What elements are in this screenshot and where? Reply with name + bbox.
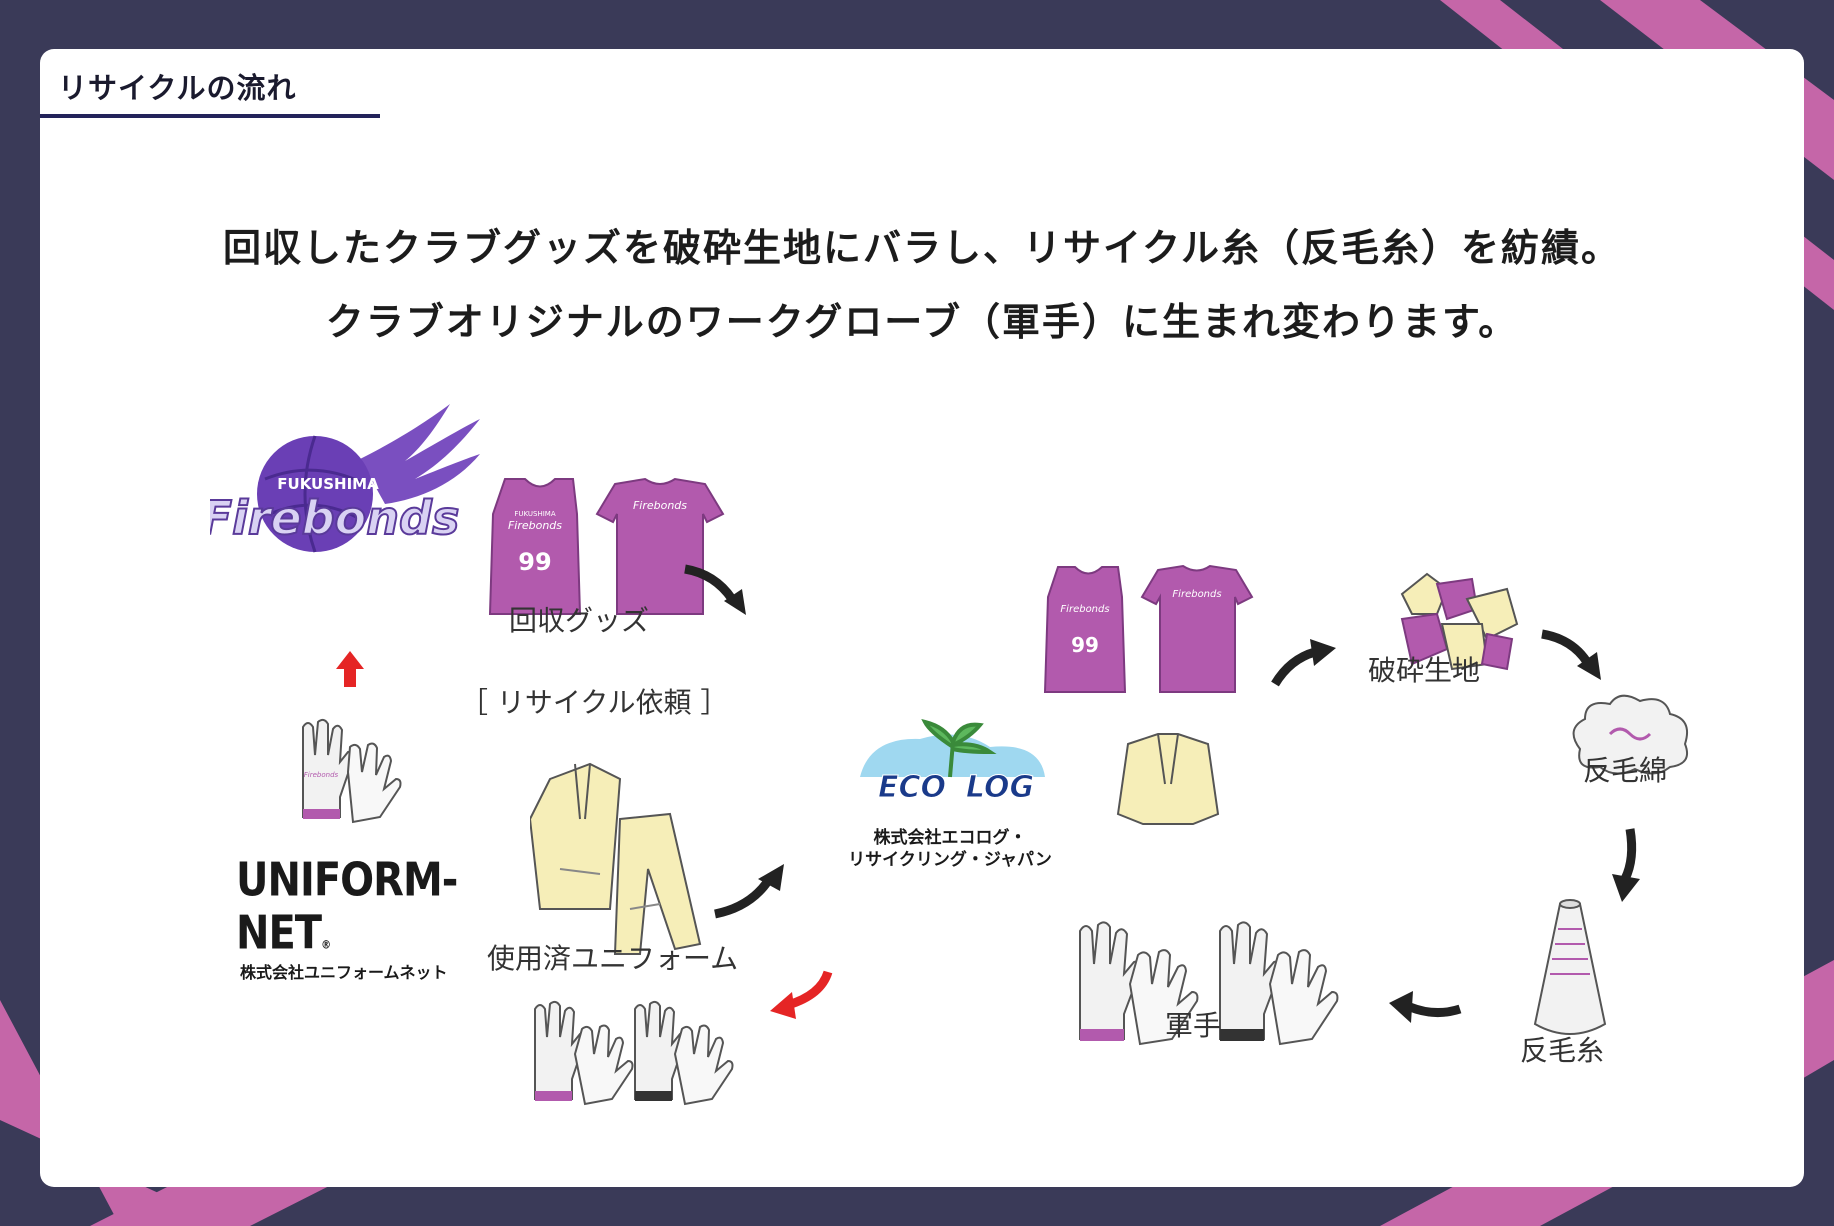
firebonds-logo: FUKUSHIMA Firebonds: [210, 404, 480, 553]
firebonds-city-text: FUKUSHIMA: [277, 475, 379, 493]
headline-line-1: 回収したクラブグッズを破砕生地にバラし、リサイクル糸（反毛糸）を紡績。: [222, 226, 1622, 270]
recycled-cotton-label: 反毛綿: [1583, 754, 1668, 787]
ecolog-logo: ECO LOG: [860, 719, 1045, 806]
title-underline: [40, 114, 380, 118]
crushed-fabric-image: [1400, 572, 1519, 671]
work-gloves-image: [1079, 921, 1339, 1046]
ecolog-eco-text: ECO: [878, 770, 946, 805]
uniform-net-company: 株式会社ユニフォームネット: [240, 963, 448, 982]
incoming-goods-image: Firebonds 99 Firebonds: [1043, 564, 1254, 693]
arrow-to-ecolog: [684, 564, 746, 615]
headline-line-2: クラブオリジナルのワークグローブ（軍手）に生まれ変わります。: [325, 300, 1519, 344]
crushed-fabric-label: 破砕生地: [1368, 654, 1481, 687]
arrow-to-recycled-cotton: [1541, 629, 1601, 680]
svg-text:99: 99: [1071, 633, 1099, 657]
arrow-to-crushed-fabric: [1271, 639, 1336, 687]
gloves-image-left: Firebonds: [302, 718, 402, 824]
uniform-net-registered: ®: [321, 939, 331, 952]
uniform-net-logo: UNIFORM-NET® 株式会社ユニフォームネット: [236, 854, 516, 983]
ecolog-company-line1: 株式会社エコログ・: [873, 828, 1027, 848]
arrow-to-work-gloves: [1389, 991, 1462, 1023]
svg-text:Firebonds: Firebonds: [1172, 589, 1221, 600]
recycled-yarn-label: 反毛糸: [1520, 1034, 1605, 1067]
jersey-brand-text: Firebonds: [508, 519, 562, 532]
svg-text:Firebonds: Firebonds: [1060, 604, 1109, 615]
uniform-net-name: UNIFORM-NET: [236, 854, 458, 960]
used-uniform-label: 使用済ユニフォーム: [487, 942, 739, 975]
ecolog-log-text: LOG: [966, 770, 1034, 805]
gloves-image-bottom: [534, 1000, 734, 1106]
red-return-arrow: [770, 970, 833, 1019]
incoming-jacket-image: [1116, 733, 1220, 825]
recycle-request-label: ［ リサイクル依頼 ］: [460, 686, 729, 719]
recycle-flow-card: リサイクルの流れ 回収したクラブグッズを破砕生地にバラし、リサイクル糸（反毛糸）…: [40, 49, 1804, 1187]
recycled-cotton-image: [1572, 694, 1689, 775]
collected-goods-label: 回収グッズ: [509, 604, 650, 637]
svg-text:Firebonds: Firebonds: [633, 499, 687, 512]
ecolog-company: 株式会社エコログ・ リサイクリング・ジャパン: [800, 827, 1100, 871]
recycled-yarn-image: [1533, 899, 1607, 1035]
ecolog-company-line2: リサイクリング・ジャパン: [848, 850, 1052, 870]
svg-text:Firebonds: Firebonds: [304, 771, 339, 779]
arrow-to-recycled-yarn: [1612, 828, 1640, 902]
work-gloves-label: 軍手: [1165, 1009, 1222, 1042]
red-up-arrow: [336, 651, 364, 687]
used-uniform-image: [530, 762, 702, 955]
collected-goods-image: FUKUSHIMA Firebonds 99 Firebonds: [488, 477, 725, 615]
jersey-number-text: 99: [518, 548, 551, 576]
jersey-city-text: FUKUSHIMA: [514, 510, 555, 518]
arrow-uniform-to-ecolog: [714, 864, 784, 919]
section-title: リサイクルの流れ: [58, 71, 297, 105]
firebonds-name-text: Firebonds: [210, 491, 459, 545]
